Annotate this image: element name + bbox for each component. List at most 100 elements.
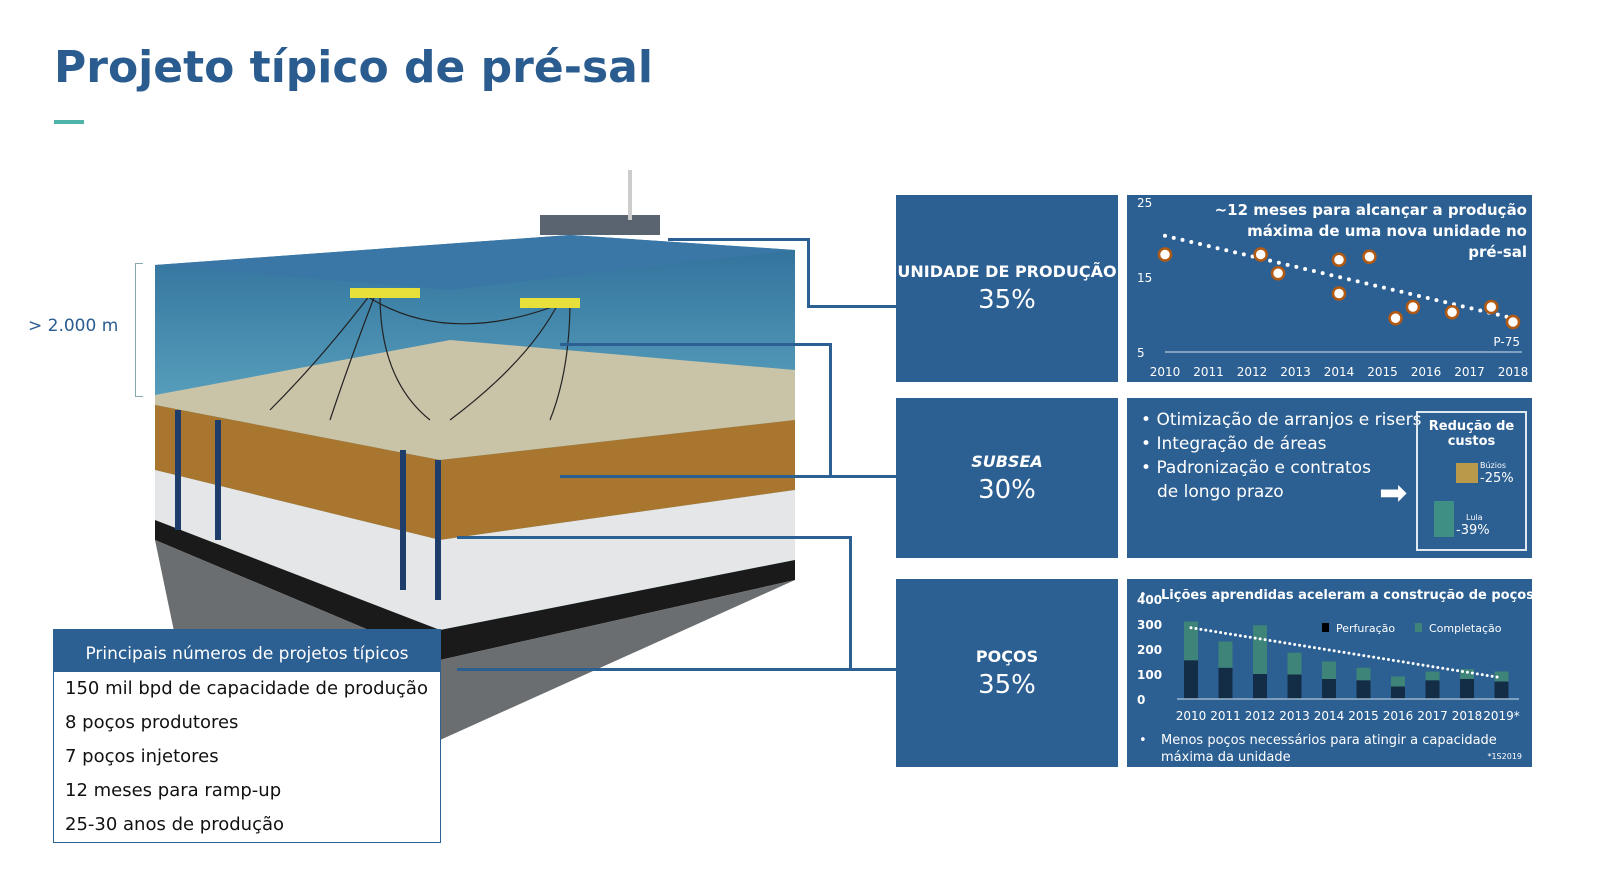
data-point [1405,299,1421,315]
bar-perfuração [1494,681,1509,699]
key-number-row: 25-30 anos de produção [65,814,285,835]
arrow-right-icon: ➡ [1379,473,1408,513]
field-name: Búzios [1480,461,1507,470]
x-tick-label: 2015 [1348,709,1379,723]
bar-perfuração [1322,679,1336,699]
legend-label: Completação [1429,622,1502,635]
depth-bracket [135,263,143,397]
y-tick-label: 300 [1137,618,1162,632]
legend-swatch [1415,623,1422,632]
connector-production [668,238,810,308]
depth-label: > 2.000 m [28,316,119,336]
field-name: Lula [1466,513,1483,522]
y-tick-label: 5 [1137,346,1145,360]
x-tick-label: 2018 [1498,365,1529,379]
data-point [1444,305,1460,320]
subsea-bullets: • Otimização de arranjos e risers • Inte… [1127,398,1532,504]
field-value: -25% [1480,471,1514,486]
segment-wells: POÇOS 35% [896,579,1118,767]
bar-completação [1460,669,1474,679]
connector-wells [457,536,852,671]
cost-title: Redução de custos [1428,419,1515,449]
key-numbers-table: Principais números de projetos típicos 1… [53,629,441,843]
connector-subsea [560,343,832,478]
data-point [1253,247,1268,262]
bullet: • [1139,588,1147,603]
bar-perfuração [1184,660,1198,699]
bar-completação [1253,625,1267,674]
data-point [1484,299,1499,315]
bar-completação [1322,661,1336,679]
connector-subsea-tail [831,475,896,478]
bar-perfuração [1425,680,1440,699]
bar-completação [1184,621,1198,661]
chart-footer: Menos poços necessários para atingir a c… [1161,733,1497,765]
x-tick-label: 2013 [1280,365,1311,379]
wells-bar-chart: • Lições aprendidas aceleram a construção… [1137,588,1534,765]
legend-label: Perfuração [1336,622,1395,635]
bar-perfuração [1287,674,1302,699]
data-point [1388,311,1403,326]
x-tick-label: 2014 [1314,709,1345,723]
bar-perfuração [1460,679,1474,699]
data-point [1331,252,1347,267]
data-point [1331,286,1347,301]
connector-wells-tail [851,668,896,671]
x-tick-label: 2012 [1245,709,1276,723]
buzios-map-icon [1456,463,1478,483]
x-tick-label: 2017 [1417,709,1448,723]
chart-note: *1S2019 [1487,752,1522,761]
x-tick-label: 2017 [1454,365,1485,379]
x-tick-label: 2010 [1176,709,1207,723]
bullet-item: • Otimização de arranjos e risers [1141,410,1422,430]
y-tick-label: 400 [1137,593,1162,607]
bar-completação [1494,671,1509,682]
x-tick-label: 2014 [1324,365,1355,379]
bar-completação [1425,671,1440,681]
x-tick-label: 2015 [1367,365,1398,379]
bar-perfuração [1391,686,1405,699]
lula-map-icon [1434,501,1454,537]
wells-chart-panel: • Lições aprendidas aceleram a construção… [1127,579,1534,767]
key-numbers-header: Principais números de projetos típicos [54,630,440,672]
trend-line [1163,233,1515,321]
bar-perfuração [1218,667,1233,699]
x-tick-label: 2011 [1193,365,1224,379]
segment-percent: 30% [978,474,1036,505]
segment-production-unit: UNIDADE DE PRODUÇÃO 35% [896,195,1118,382]
segment-percent: 35% [978,285,1036,315]
data-point [1157,247,1173,262]
segment-label: POÇOS [975,646,1039,666]
y-tick-label: 25 [1137,196,1152,210]
bar-perfuração [1356,680,1371,699]
key-number-row: 150 mil bpd de capacidade de produção [65,678,428,699]
x-tick-label: 2012 [1237,365,1268,379]
data-point [1505,314,1521,330]
bar-completação [1287,652,1302,675]
x-tick-label: 2013 [1279,709,1310,723]
x-tick-label: 2019* [1483,709,1520,723]
trend-line [1189,626,1503,680]
x-tick-label: 2018 [1452,709,1483,723]
bullet-item: • Padronização e contratos de longo praz… [1141,458,1371,502]
key-number-row: 12 meses para ramp-up [65,780,282,801]
y-tick-label: 15 [1137,271,1152,285]
p75-annotation: P-75 [1493,335,1520,349]
legend-swatch [1322,623,1329,632]
connector-production-tail [808,305,896,308]
key-number-row: 8 poços produtores [65,712,239,733]
key-number-row: 7 poços injetores [65,746,219,767]
subsea-panel: • Otimização de arranjos e risers • Inte… [1127,398,1532,558]
x-tick-label: 2016 [1411,365,1442,379]
y-tick-label: 200 [1137,643,1162,657]
y-tick-label: 100 [1137,668,1162,682]
bullet-item: • Integração de áreas [1141,434,1327,454]
data-point [1270,266,1286,281]
chart-title: Lições aprendidas aceleram a construção … [1161,588,1532,603]
segment-percent: 35% [978,669,1036,700]
bullet: • [1139,733,1147,748]
field-value: -39% [1456,523,1490,538]
data-point [1362,249,1377,264]
